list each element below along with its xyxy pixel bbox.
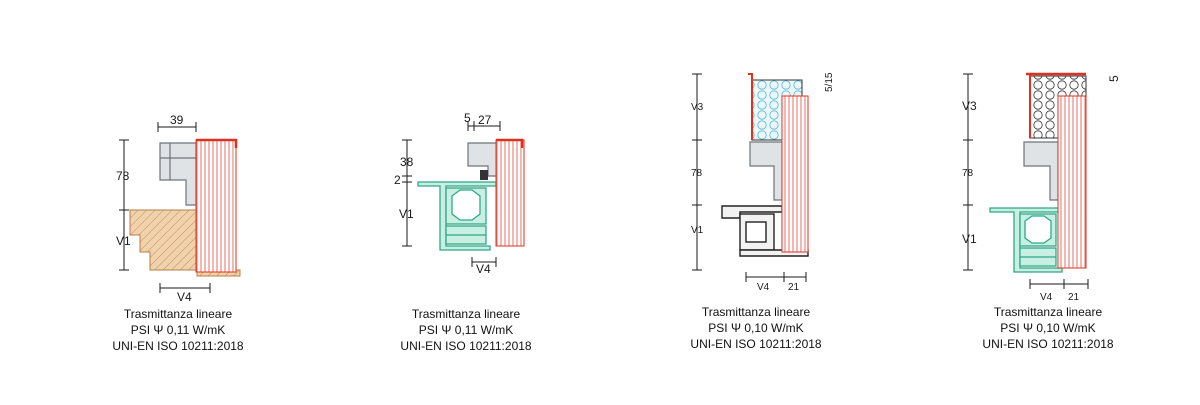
caption-detail-2: Trasmittanza lineare PSI Ψ 0,11 W/mK UNI… [366, 306, 566, 354]
detail-4: V3 78 V1 5 V4 21 [962, 72, 1121, 303]
glass-layers [495, 139, 525, 247]
pvc-profile [417, 181, 497, 251]
glass-layers [1057, 95, 1087, 269]
caption-psi: PSI Ψ 0,11 W/mK [130, 323, 226, 337]
caption-title: Trasmittanza lineare [123, 307, 233, 321]
dim-label-21: 21 [788, 282, 800, 293]
dim-label-27: 27 [478, 113, 492, 127]
dim-label-v4: V4 [476, 262, 491, 276]
dim-label-38: 38 [400, 155, 414, 169]
caption-title: Trasmittanza lineare [993, 305, 1103, 319]
aluminium-profile [1023, 141, 1059, 201]
dim-label-21: 21 [1068, 292, 1080, 303]
dim-label-v4: V4 [757, 282, 770, 293]
dim-label-78: 78 [962, 168, 974, 179]
caption-detail-1: Trasmittanza lineare PSI Ψ 0,11 W/mK UNI… [78, 306, 278, 354]
dim-label-78: 78 [116, 169, 130, 183]
caption-norm: UNI-EN ISO 10211:2018 [982, 337, 1114, 351]
dim-label-78: 78 [691, 168, 703, 179]
dim-label-v4: V4 [177, 290, 192, 304]
dim-label-top: 39 [170, 113, 184, 127]
caption-psi: PSI Ψ 0,11 W/mK [418, 323, 514, 337]
detail-3: V3 78 V1 5/15 V4 21 [691, 72, 835, 293]
seal-red [496, 138, 524, 148]
caption-detail-4: Trasmittanza lineare PSI Ψ 0,10 W/mK UNI… [948, 304, 1148, 352]
dim-label-v1: V1 [399, 207, 414, 221]
gasket [480, 170, 488, 180]
dim-label-2: 2 [394, 173, 401, 187]
frame-profile [721, 205, 809, 257]
caption-psi: PSI Ψ 0,10 W/mK [708, 321, 804, 335]
caption-norm: UNI-EN ISO 10211:2018 [400, 339, 532, 353]
dim-label-v3: V3 [962, 99, 977, 113]
caption-norm: UNI-EN ISO 10211:2018 [112, 339, 244, 353]
caption-detail-3: Trasmittanza lineare PSI Ψ 0,10 W/mK UNI… [656, 304, 856, 352]
detail-1: 39 78 V1 V4 [116, 113, 241, 304]
dim-top: 39 [157, 113, 197, 132]
glass-layers [195, 139, 237, 273]
dim-label-v1: V1 [691, 225, 704, 236]
aluminium-profile [749, 141, 783, 201]
caption-title: Trasmittanza lineare [701, 305, 811, 319]
dim-label-v1: V1 [116, 234, 131, 248]
caption-norm: UNI-EN ISO 10211:2018 [690, 337, 822, 351]
dim-label-v4: V4 [1040, 292, 1053, 303]
caption-psi: PSI Ψ 0,10 W/mK [1000, 321, 1096, 335]
seal-red [196, 138, 238, 148]
aluminium-profile [159, 142, 197, 206]
detail-2: 5 27 38 2 V1 V4 [394, 111, 525, 276]
dim-label-v1: V1 [962, 232, 977, 246]
glass-layers [781, 95, 809, 253]
caption-title: Trasmittanza lineare [411, 307, 521, 321]
dim-label-5: 5 [464, 111, 471, 125]
pvc-profile [989, 207, 1063, 273]
seal-red [748, 73, 753, 140]
dim-label-v3: V3 [691, 102, 704, 113]
dim-label-side: 5 [1107, 75, 1121, 82]
dim-label-side: 5/15 [824, 72, 835, 92]
